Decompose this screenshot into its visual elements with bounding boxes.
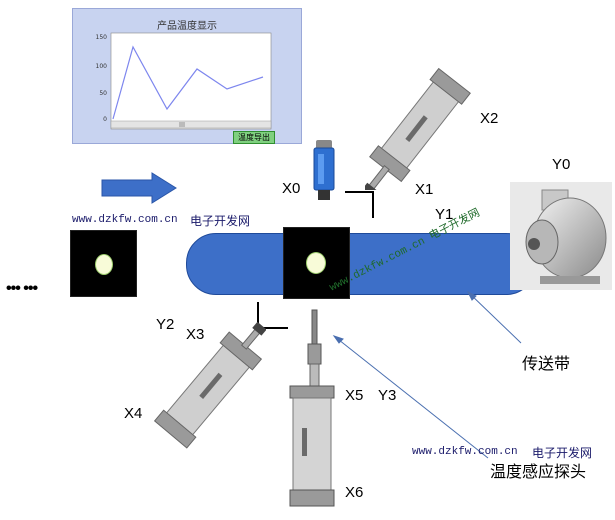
panel-title: 产品温度显示 xyxy=(157,21,217,32)
scrollbar[interactable] xyxy=(110,120,272,129)
y-tick-150: 150 xyxy=(96,34,108,41)
more-products-dots: ••• ••• xyxy=(6,280,38,297)
label-x0: X0 xyxy=(282,180,301,197)
label-x6: X6 xyxy=(345,484,364,501)
y-tick-100: 100 xyxy=(96,63,108,70)
scrollbar-thumb xyxy=(179,122,185,127)
conveyor-belt xyxy=(186,233,536,295)
push-cylinder-upper-icon xyxy=(365,67,471,190)
plot-area xyxy=(110,32,272,130)
watermark-url-top: www.dzkfw.com.cn xyxy=(72,214,178,226)
label-temperature-probe: 温度感应探头 xyxy=(490,462,587,481)
label-x1: X1 xyxy=(415,181,434,198)
label-y1: Y1 xyxy=(435,206,454,223)
temperature-plot: 150 100 50 0 xyxy=(96,32,272,130)
push-cylinder-lower-icon xyxy=(153,322,266,449)
label-x3: X3 xyxy=(186,326,205,343)
temperature-display-panel: 产品温度显示 150 100 50 0 温度导出 xyxy=(72,8,302,144)
motor-icon xyxy=(510,182,612,290)
watermark-url-bottom: www.dzkfw.com.cn xyxy=(412,446,518,458)
probe-cylinder-icon xyxy=(289,309,335,507)
y-tick-0: 0 xyxy=(103,116,107,123)
label-y0: Y0 xyxy=(552,156,571,173)
product-block-waiting xyxy=(70,230,137,297)
photoelectric-sensor-icon xyxy=(313,140,335,200)
label-y3: Y3 xyxy=(378,387,397,404)
y-tick-50: 50 xyxy=(99,90,107,97)
label-conveyor-belt: 传送带 xyxy=(522,354,571,373)
label-x4: X4 xyxy=(124,405,143,422)
direction-arrow-icon xyxy=(101,172,177,204)
bracket-x1 xyxy=(345,191,374,218)
product-hole xyxy=(95,254,113,275)
temperature-export-button[interactable]: 温度导出 xyxy=(233,131,275,144)
label-y2: Y2 xyxy=(156,316,175,333)
watermark-cn-top: 电子开发网 xyxy=(190,214,251,228)
product-hole xyxy=(306,252,326,274)
label-x2: X2 xyxy=(480,110,499,127)
label-x5: X5 xyxy=(345,387,364,404)
temperature-line xyxy=(112,45,264,120)
product-block-on-belt xyxy=(283,227,350,299)
watermark-cn-bottom: 电子开发网 xyxy=(532,446,593,460)
